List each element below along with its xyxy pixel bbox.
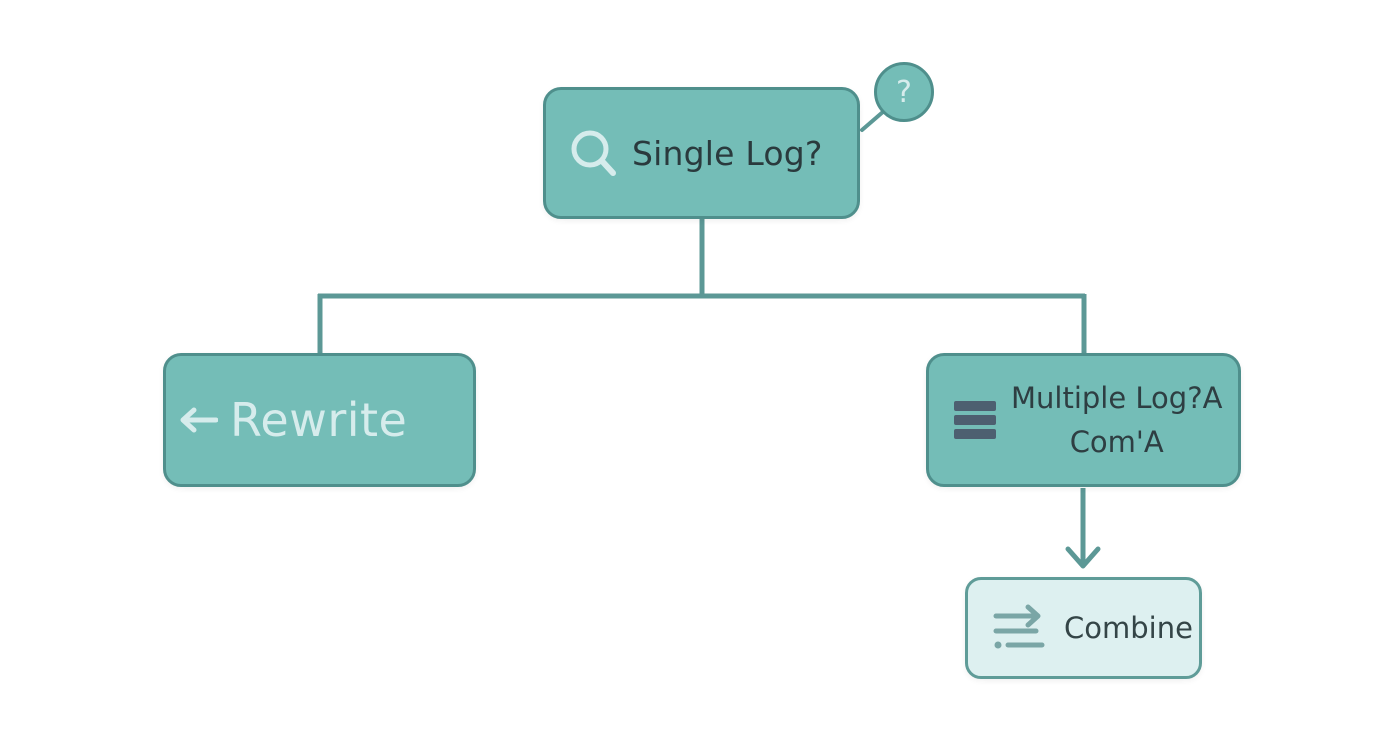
rewrite-label: Rewrite	[230, 393, 408, 447]
combine-label: Combine	[1064, 611, 1193, 645]
arrow-left-icon	[178, 405, 218, 435]
single-log-node: Single Log?	[543, 87, 860, 219]
connector-badge	[860, 109, 886, 132]
multiple-log-node: Multiple Log?A Com'A	[926, 353, 1241, 487]
multiple-log-label: Multiple Log?A Com'A	[1011, 376, 1222, 464]
multiple-log-line-2: Com'A	[1069, 425, 1164, 459]
badge-question-mark: ?	[896, 74, 912, 110]
question-badge: ?	[874, 62, 934, 122]
single-log-label: Single Log?	[632, 133, 823, 173]
combine-node: Combine	[965, 577, 1202, 679]
search-icon	[568, 127, 618, 179]
merge-icon	[992, 602, 1046, 654]
connector-down-arrow-head	[1065, 546, 1101, 569]
list-stack-icon	[953, 398, 997, 442]
multiple-log-line-1: Multiple Log?A	[1011, 381, 1223, 415]
rewrite-node: Rewrite	[163, 353, 476, 487]
